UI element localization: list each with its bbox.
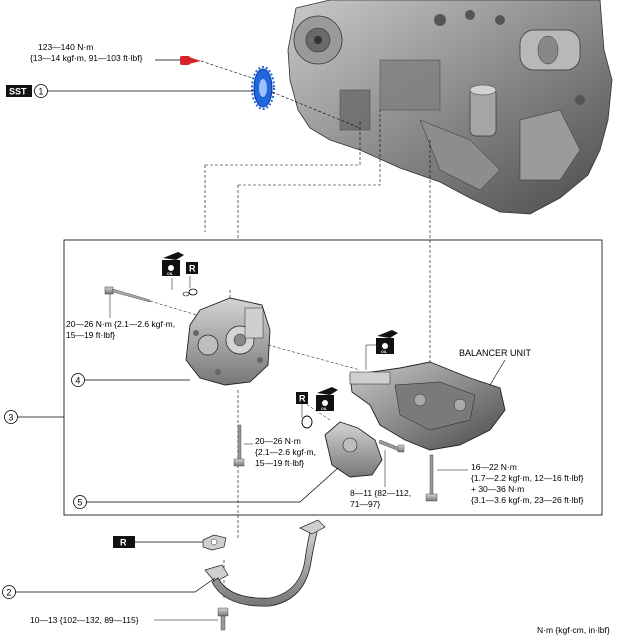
engine-block-illustration [287, 0, 613, 215]
sst-label: SST [9, 87, 27, 97]
torque-spec-1-line1: 123—140 N·m [38, 42, 93, 52]
bolt-long-left [104, 286, 151, 303]
oil-strainer-pipe [204, 519, 326, 607]
replace-badge-1 [186, 262, 198, 274]
sst-badge [6, 85, 32, 97]
assembly-frame [63, 239, 603, 516]
sprocket-blue [251, 66, 275, 110]
torque-spec-5-line3: + 30—36 N·m [471, 484, 524, 494]
bolt-vertical-right [425, 454, 438, 502]
torque-spec-6: 10—13 {102—132, 89—115} [30, 615, 139, 625]
pipe-bolt [217, 607, 229, 631]
torque-spec-5-line2: {1.7—2.2 kgf·m, 12—16 ft·lbf} [471, 473, 584, 483]
replace-badge-2 [296, 392, 308, 404]
svg-text:OIL: OIL [321, 407, 328, 411]
crank-bolt-red [180, 56, 201, 65]
callout-number-2: 2 [6, 587, 11, 597]
replace-badge-3-label: R [120, 538, 127, 548]
torque-spec-3-line1: 20—26 N·m [255, 436, 301, 446]
torque-spec-4-line2: 71—97} [350, 499, 380, 509]
balancer-unit [349, 361, 506, 451]
bolt-vertical-middle [233, 424, 245, 467]
torque-spec-2-line2: 15—19 ft·lbf} [66, 330, 115, 340]
balancer-unit-label: BALANCER UNIT [459, 348, 532, 358]
units-footer: N·m {kgf·cm, in·lbf} [537, 625, 610, 635]
torque-spec-3-line3: 15—19 ft·lbf} [255, 458, 304, 468]
oil-badge-1: OIL [162, 252, 184, 276]
torque-spec-4-line1: 8—11 {82—112, [350, 488, 411, 498]
callout-number-1: 1 [38, 86, 43, 96]
callout-number-5: 5 [77, 497, 82, 507]
svg-text:OIL: OIL [167, 272, 174, 276]
torque-spec-5-line1: 16—22 N·m [471, 462, 517, 472]
replace-badge-2-label: R [299, 394, 306, 404]
torque-spec-5-line4: {3.1—3.6 kgf·m, 23—26 ft·lbf} [471, 495, 584, 505]
torque-spec-1-line2: {13—14 kgf·m, 91—103 ft·lbf} [30, 53, 143, 63]
torque-spec-2-line1: 20—26 N·m {2.1—2.6 kgf·m, [66, 319, 175, 329]
oil-pump-cover [324, 421, 383, 478]
svg-text:OIL: OIL [381, 350, 388, 354]
replace-badge-3 [113, 536, 135, 548]
gasket [202, 534, 227, 551]
replace-badge-1-label: R [189, 264, 196, 274]
oil-pump-body [185, 297, 271, 386]
torque-spec-3-line2: {2.1—2.6 kgf·m, [255, 447, 316, 457]
callout-number-3: 3 [8, 412, 13, 422]
callout-number-4: 4 [75, 375, 80, 385]
oil-badge-2: OIL [376, 330, 398, 354]
cover-bolt [378, 439, 405, 453]
oil-badge-3: OIL [316, 387, 338, 411]
